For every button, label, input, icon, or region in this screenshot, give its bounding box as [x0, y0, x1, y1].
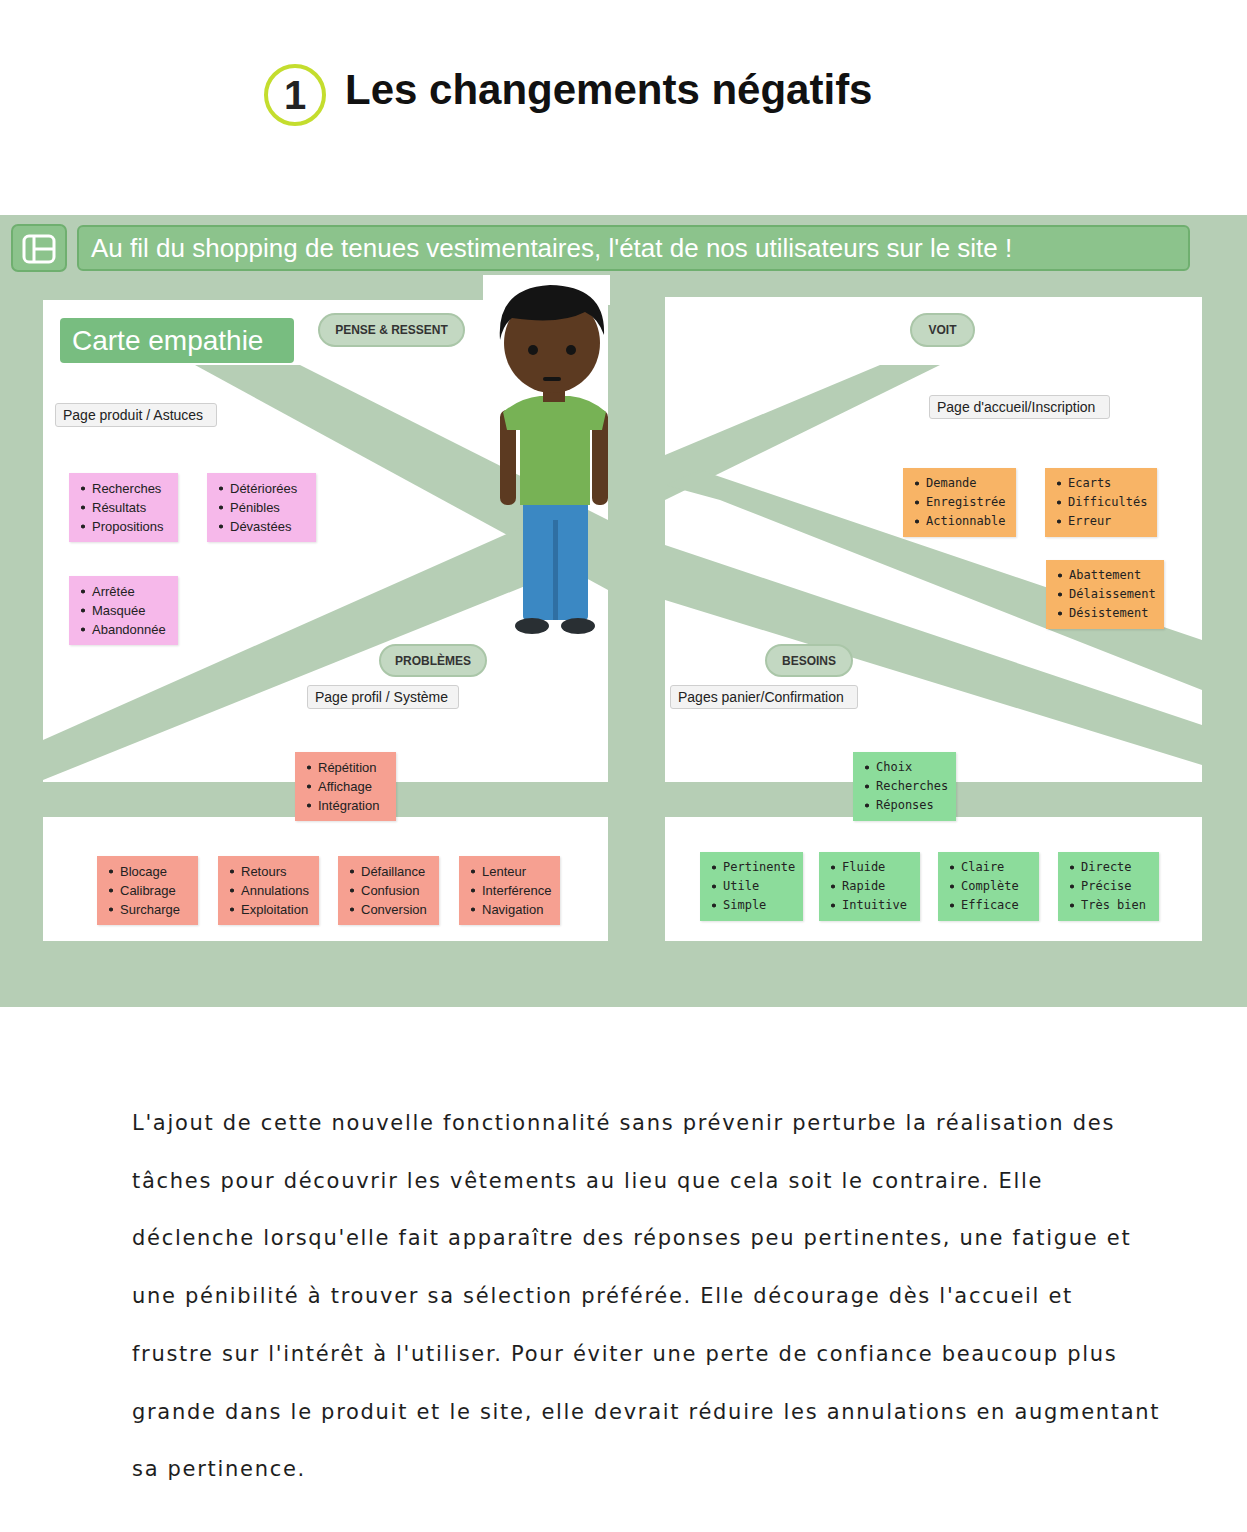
sticky-note-text: Pénibles [217, 498, 308, 517]
sticky-note-text: Surcharge [107, 900, 190, 919]
sticky-note: FluideRapideIntuitive [819, 852, 920, 921]
sticky-note: RépétitionAffichageIntégration [295, 752, 396, 821]
header-bar: Au fil du shopping de tenues vestimentai… [77, 225, 1190, 271]
sticky-note-text: Directe [1068, 858, 1151, 877]
sticky-note-text: Défaillance [348, 862, 431, 881]
sticky-note-text: Désistement [1056, 604, 1156, 623]
page-tag-text: Page produit / Astuces [63, 407, 203, 423]
sticky-note: DéfaillanceConfusionConversion [338, 856, 439, 925]
sticky-note-text: Annulations [228, 881, 311, 900]
sticky-note: PertinenteUtileSimple [700, 852, 803, 921]
panel [665, 297, 1202, 782]
panel [665, 817, 1202, 941]
section-pill: BESOINS [765, 644, 853, 677]
sticky-note-text: Interférence [469, 881, 552, 900]
sticky-note-text: Simple [710, 896, 795, 915]
sticky-note-text: Ecarts [1055, 474, 1149, 493]
sticky-note: DirectePréciseTrès bien [1058, 852, 1159, 921]
sticky-note-text: Conversion [348, 900, 431, 919]
section-pill-text: PROBLÈMES [395, 654, 471, 668]
sticky-note: RecherchesRésultatsPropositions [69, 473, 178, 542]
sticky-note-text: Intuitive [829, 896, 912, 915]
sticky-note-text: Répétition [305, 758, 388, 777]
page-tag-text: Page d'accueil/Inscription [937, 399, 1095, 415]
sticky-note-text: Affichage [305, 777, 388, 796]
sticky-note: AbattementDélaissementDésistement [1046, 560, 1164, 629]
section-pill: PENSE & RESSENT [318, 313, 465, 347]
map-diagonal [43, 528, 540, 780]
sticky-note-text: Fluide [829, 858, 912, 877]
sticky-note-text: Efficace [948, 896, 1031, 915]
sticky-note-text: Navigation [469, 900, 552, 919]
page-tag-text: Pages panier/Confirmation [678, 689, 844, 705]
sticky-note-text: Calibrage [107, 881, 190, 900]
header-icon-box [12, 225, 66, 271]
sticky-note: LenteurInterférenceNavigation [459, 856, 560, 925]
person-illustration [500, 285, 608, 634]
sticky-note-text: Abattement [1056, 566, 1156, 585]
sticky-note-text: Claire [948, 858, 1031, 877]
sticky-note-text: Masquée [79, 601, 170, 620]
panel [43, 817, 608, 941]
sticky-note: DemandeEnregistréeActionnable [903, 468, 1016, 537]
header-icon [34, 248, 54, 251]
page-tag: Page profil / Système [307, 685, 459, 709]
sticky-note-text: Erreur [1055, 512, 1149, 531]
callout-number-text: 1 [284, 73, 306, 118]
sticky-note-text: Enregistrée [913, 493, 1008, 512]
section-pill-text: BESOINS [782, 654, 836, 668]
title-tag-text: Carte empathie [72, 325, 263, 357]
sage-band [0, 215, 1247, 1007]
sticky-note-text: Lenteur [469, 862, 552, 881]
sticky-note-text: Confusion [348, 881, 431, 900]
section-pill: VOIT [910, 313, 975, 347]
callout-number: 1 [264, 64, 326, 126]
sticky-note-text: Intégration [305, 796, 388, 815]
header-icon [24, 236, 54, 262]
sticky-note-text: Pertinente [710, 858, 795, 877]
sticky-note: RetoursAnnulationsExploitation [218, 856, 319, 925]
sticky-note-text: Propositions [79, 517, 170, 536]
sticky-note-text: Recherches [79, 479, 170, 498]
section-pill-text: PENSE & RESSENT [335, 323, 448, 337]
section-pill-text: VOIT [928, 323, 956, 337]
sticky-note-text: Dévastées [217, 517, 308, 536]
sticky-note-text: Recherches [863, 777, 948, 796]
page-tag: Page d'accueil/Inscription [929, 395, 1110, 419]
map-diagonal [665, 470, 1202, 690]
sticky-note-text: Exploitation [228, 900, 311, 919]
sticky-note: ChoixRecherchesRéponses [853, 752, 956, 821]
sticky-note-text: Retours [228, 862, 311, 881]
title-tag: Carte empathie [60, 318, 294, 363]
sticky-note-text: Arrêtée [79, 582, 170, 601]
sticky-note: ArrêtéeMasquéeAbandonnée [69, 576, 178, 645]
page-title: Les changements négatifs [345, 66, 872, 114]
sticky-note-text: Précise [1068, 877, 1151, 896]
header-bar-text: Au fil du shopping de tenues vestimentai… [91, 233, 1012, 264]
sticky-note-text: Rapide [829, 877, 912, 896]
sticky-note-text: Demande [913, 474, 1008, 493]
sticky-note-text: Abandonnée [79, 620, 170, 639]
sticky-note: BlocageCalibrageSurcharge [97, 856, 198, 925]
sticky-note-text: Très bien [1068, 896, 1151, 915]
sticky-note-text: Réponses [863, 796, 948, 815]
sticky-note-text: Difficultés [1055, 493, 1149, 512]
sticky-note-text: Choix [863, 758, 948, 777]
sticky-note-text: Détériorées [217, 479, 308, 498]
sticky-note: DétérioréesPéniblesDévastées [207, 473, 316, 542]
page-tag: Page produit / Astuces [55, 403, 217, 427]
sticky-note-text: Complète [948, 877, 1031, 896]
sticky-note: EcartsDifficultésErreur [1045, 468, 1157, 537]
sticky-note-text: Délaissement [1056, 585, 1156, 604]
caption-paragraph: L'ajout de cette nouvelle fonctionnalité… [132, 1095, 1162, 1499]
sticky-note-text: Utile [710, 877, 795, 896]
sticky-note-text: Blocage [107, 862, 190, 881]
sticky-note-text: Résultats [79, 498, 170, 517]
sticky-note: ClaireComplèteEfficace [938, 852, 1039, 921]
section-pill: PROBLÈMES [379, 644, 487, 677]
sticky-note-text: Actionnable [913, 512, 1008, 531]
page-tag: Pages panier/Confirmation [670, 685, 858, 709]
page-tag-text: Page profil / Système [315, 689, 448, 705]
